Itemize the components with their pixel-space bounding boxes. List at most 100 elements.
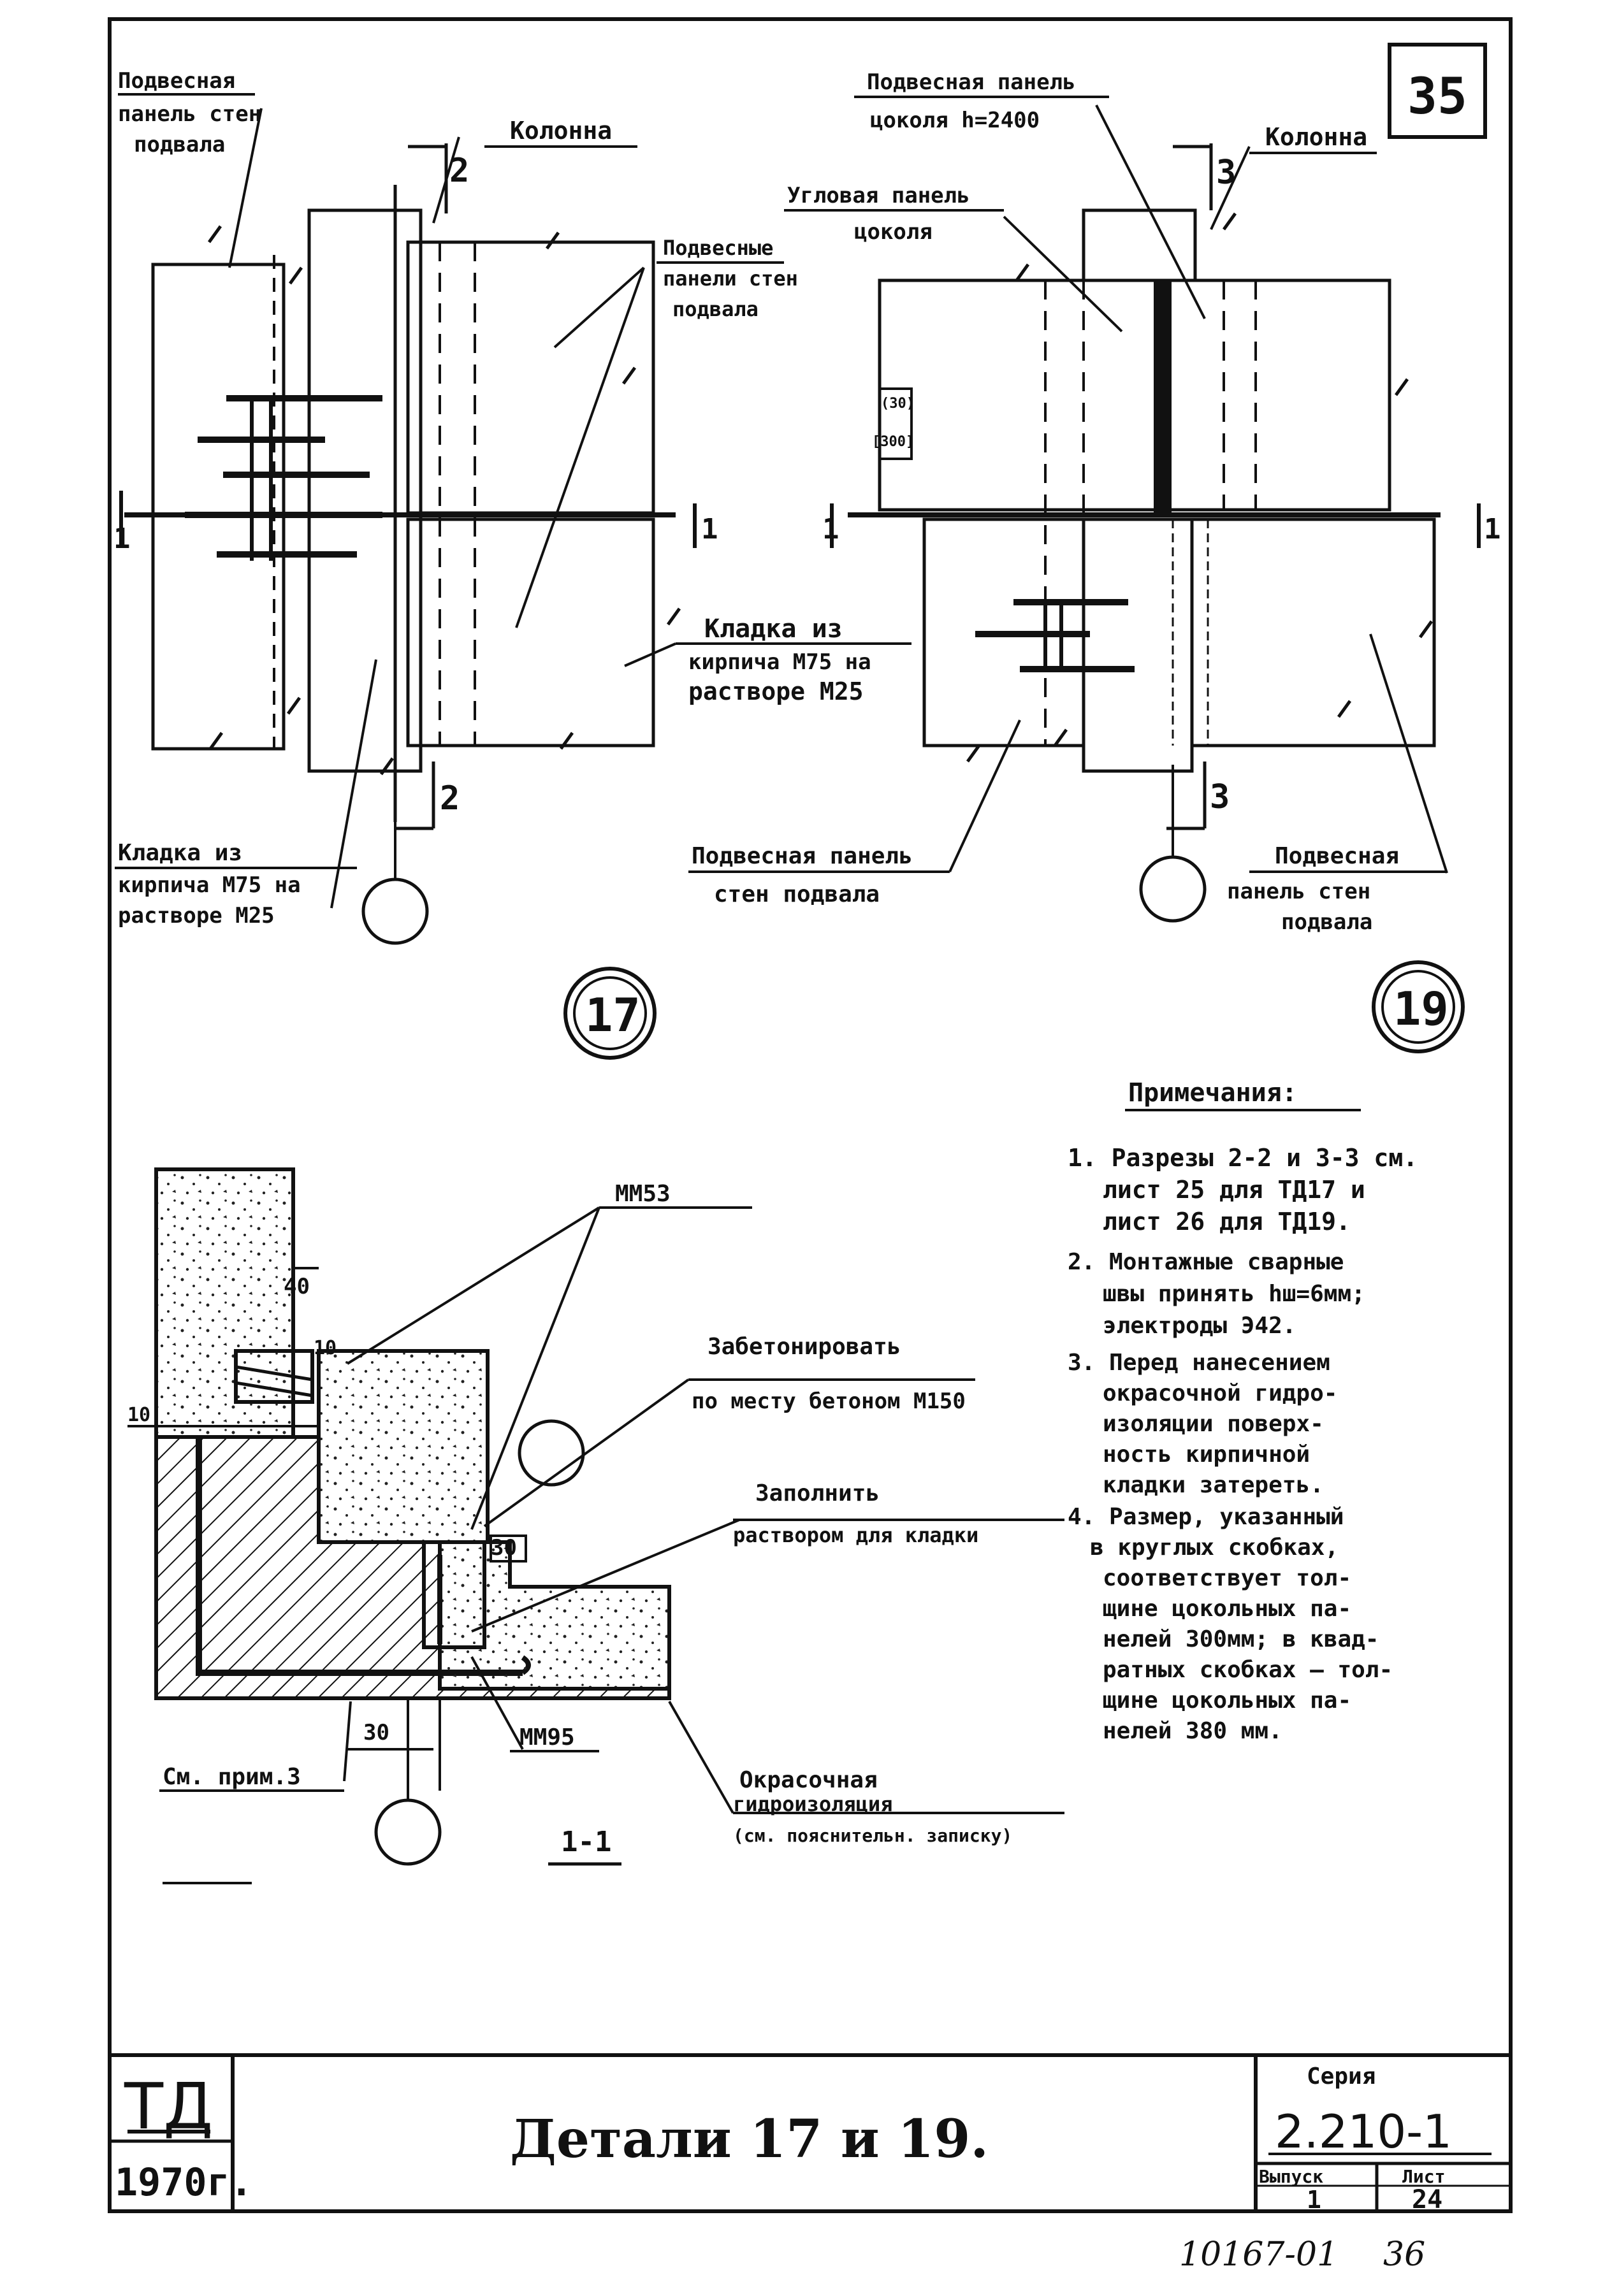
d17-section-mark-bottom: 2 — [440, 779, 460, 818]
s11-callout-circle-right — [518, 1419, 585, 1487]
d19-label-top-2: цоколя h=2400 — [870, 108, 1040, 133]
note-line: 1. Разрезы 2-2 и 3-3 см. — [1068, 1144, 1418, 1172]
d19-section-mark-top: 3 — [1216, 154, 1236, 192]
d19-label-top-1: Подвесная панель — [867, 69, 1076, 95]
title-block-series-value: 2.210-1 — [1275, 2105, 1452, 2158]
d19-number: 19 — [1393, 982, 1449, 1036]
d17-label-masonry-bottom-2: кирпича М75 на — [118, 872, 301, 898]
note-line: электроды Э42. — [1103, 1313, 1296, 1339]
d17-label-masonry-right-2: кирпича М75 на — [688, 649, 871, 675]
d19-label-corner-2: цоколя — [854, 219, 933, 245]
d19-column-top — [1082, 208, 1197, 282]
note-line: в круглых скобках, — [1090, 1534, 1339, 1561]
title-block-series-label: Серия — [1307, 2063, 1376, 2090]
s11-concrete-infill — [317, 1349, 490, 1544]
d19-column-lower — [1082, 517, 1194, 773]
s11-lower-slab — [438, 1540, 671, 1691]
d19-corner-joint — [1154, 280, 1172, 516]
note-line: лист 25 для ТД17 и — [1103, 1176, 1365, 1204]
s11-label-mortar-1: Заполнить — [755, 1480, 880, 1506]
d17-section-mark-top: 2 — [449, 152, 469, 190]
d17-label-top-left-3: подвала — [134, 132, 225, 157]
s11-label-mm53: ММ53 — [615, 1181, 671, 1207]
s11-label-waterproof-2: гидроизоляция — [733, 1792, 892, 1816]
s11-upper-wall — [154, 1167, 295, 1439]
d17-right-upper-panel — [406, 240, 655, 515]
notes-list: 1. Разрезы 2-2 и 3-3 см. лист 25 для ТД1… — [1068, 1144, 1418, 1744]
notes-heading: Примечания: — [1128, 1078, 1297, 1108]
d19-label-bottom-right-3: подвала — [1281, 909, 1372, 935]
note-line: 3. Перед нанесением — [1068, 1350, 1330, 1376]
s11-label-concrete-2: по месту бетоном М150 — [692, 1389, 966, 1414]
note-line: 4. Размер, указанный — [1068, 1504, 1344, 1530]
s11-callout-circle-bottom — [374, 1798, 442, 1866]
d19-label-corner-1: Угловая панель — [787, 183, 970, 208]
d17-label-masonry-bottom-1: Кладка из — [118, 840, 242, 866]
d17-label-right-3: подвала — [672, 297, 759, 321]
d19-callout-circle — [1139, 855, 1207, 923]
detail-19-drawing: (30) [300] 3 3 1 1 19 — [822, 105, 1501, 1053]
title-block-year: 1970г. — [115, 2160, 253, 2205]
s11-dim-10b: 10 — [127, 1404, 150, 1426]
detail-17-drawing: 2 2 1 1 17 — [113, 108, 718, 1060]
d17-label-right-1: Подвесные — [663, 236, 773, 260]
note-line: нелей 380 мм. — [1103, 1718, 1282, 1744]
d19-dim-square: [300] — [872, 434, 914, 450]
footer-doc-number: 10167-01 — [1179, 2235, 1338, 2274]
d19-side-mark-left: 1 — [822, 513, 839, 545]
s11-dim-30: 30 — [491, 1535, 517, 1561]
s11-column-block — [317, 1349, 490, 1544]
d17-label-bottom-2: стен подвала — [714, 881, 880, 907]
s11-label-concrete-1: Забетонировать — [708, 1334, 901, 1360]
d19-label-bottom-right-1: Подвесная — [1275, 843, 1399, 869]
d17-right-lower-panel — [406, 517, 655, 747]
corner-number: 35 — [1407, 68, 1467, 126]
sheet-frame — [108, 17, 1513, 2213]
d17-label-top-left-2: панель стен — [118, 101, 261, 127]
s11-label-waterproof-3: (см. пояснительн. записку) — [733, 1825, 1012, 1846]
d17-label-bottom-1: Подвесная панель — [692, 843, 913, 869]
section-1-1-drawing: 40 10 10 30 30 — [127, 1167, 740, 1866]
d17-label-column: Колонна — [510, 117, 612, 145]
note-line: щине цокольных па- — [1103, 1687, 1351, 1714]
title-block-issue-label: Выпуск — [1259, 2166, 1323, 2187]
d17-label-masonry-right-3: растворе М25 — [688, 677, 864, 705]
d17-column — [307, 208, 423, 773]
s11-label-mortar-2: раствором для кладки — [733, 1523, 978, 1547]
s11-dim-10a: 10 — [314, 1337, 337, 1359]
corner-number-box — [1388, 43, 1487, 139]
title-block-sheet-value: 24 — [1412, 2185, 1442, 2214]
title-block-title: Детали 17 и 19. — [510, 2109, 989, 2170]
note-line: нелей 300мм; в квад- — [1103, 1626, 1379, 1652]
note-line: ратных скобках — тол- — [1103, 1657, 1393, 1683]
d17-left-panel — [151, 263, 286, 751]
s11-dim-40: 40 — [284, 1274, 310, 1299]
d17-label-top-left-1: Подвесная — [118, 68, 235, 94]
d19-dim-round: (30) — [881, 396, 915, 412]
s11-dim-30b: 30 — [363, 1720, 389, 1745]
footer-page: 36 — [1383, 2235, 1425, 2274]
s11-label-waterproof-1: Окрасочная — [739, 1767, 878, 1793]
note-line: ность кирпичной — [1103, 1441, 1310, 1468]
note-line: 2. Монтажные сварные — [1068, 1249, 1344, 1275]
d19-number-circle — [1372, 960, 1465, 1053]
note-line: швы принять hш=6мм; — [1103, 1281, 1365, 1307]
note-line: окрасочной гидро- — [1103, 1380, 1337, 1406]
s11-label-mm95: ММ95 — [519, 1724, 575, 1751]
s11-title: 1-1 — [561, 1826, 611, 1858]
d17-label-masonry-right-1: Кладка из — [704, 614, 843, 644]
d19-section-mark-bottom: 3 — [1210, 778, 1230, 816]
note-line: соответствует тол- — [1103, 1565, 1351, 1591]
d17-number-circle — [563, 967, 657, 1060]
d19-side-mark-right: 1 — [1484, 513, 1501, 545]
note-line: изоляции поверх- — [1103, 1411, 1324, 1437]
d19-plinth-panel — [878, 278, 1391, 512]
d17-label-masonry-bottom-3: растворе М25 — [118, 903, 275, 928]
note-line: лист 26 для ТД19. — [1103, 1208, 1351, 1236]
d17-brick-masonry — [185, 395, 382, 561]
d19-label-bottom-right-2: панель стен — [1227, 879, 1370, 904]
d17-label-right-2: панели стен — [663, 266, 798, 291]
title-block-sheet-label: Лист — [1402, 2166, 1445, 2187]
note-line: щине цокольных па- — [1103, 1596, 1351, 1622]
